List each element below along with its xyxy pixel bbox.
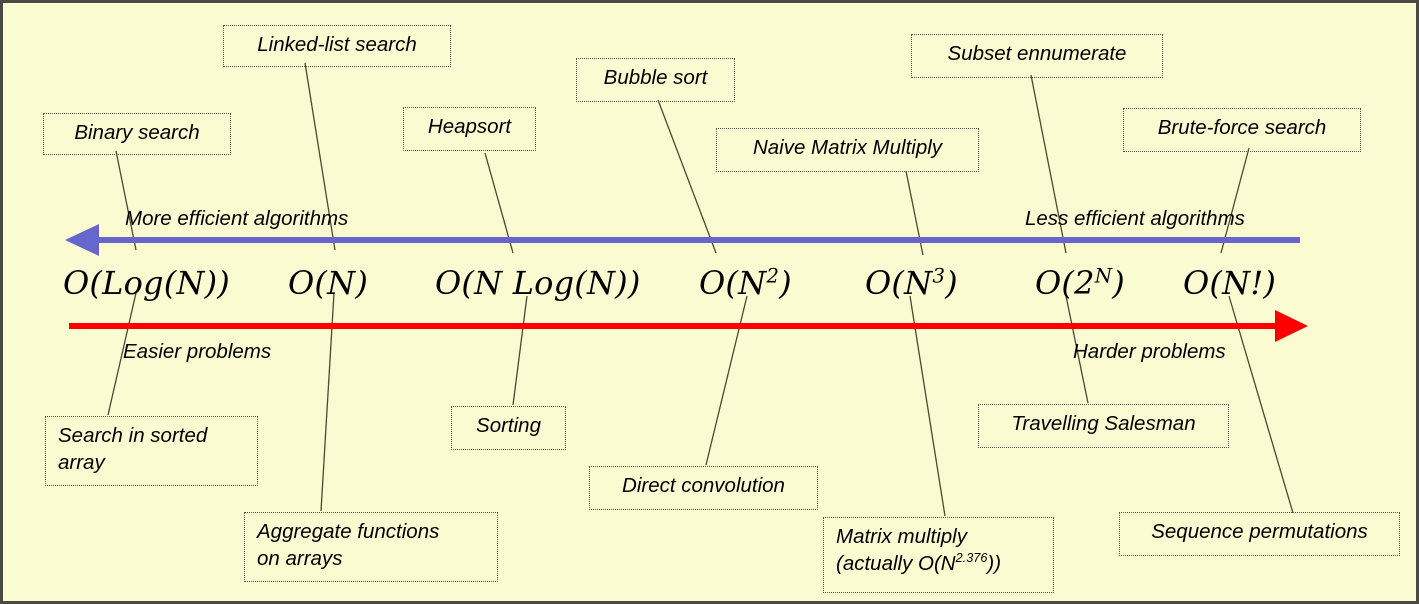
callout-direct-convolution[interactable]: Direct convolution bbox=[589, 466, 818, 510]
matrix-multiply-suffix: )) bbox=[987, 552, 1002, 576]
matrix-multiply-line2: (actually O(N2.376)) bbox=[836, 550, 1041, 577]
callout-naive-matrix-multiply[interactable]: Naive Matrix Multiply bbox=[716, 128, 979, 172]
matrix-multiply-exponent: 2.376 bbox=[955, 550, 988, 566]
complexity-base: O(N!) bbox=[1183, 264, 1277, 302]
caption-more-efficient: More efficient algorithms bbox=[125, 207, 349, 230]
leader-brute-force-search bbox=[1220, 147, 1250, 254]
callout-binary-search[interactable]: Binary search bbox=[43, 113, 231, 155]
caption-easier-problems: Easier problems bbox=[123, 340, 272, 363]
callout-matrix-multiply[interactable]: Matrix multiply (actually O(N2.376)) bbox=[823, 517, 1054, 593]
complexity-base: O(2 bbox=[1035, 264, 1095, 302]
complexity-base: O(N bbox=[865, 264, 933, 302]
matrix-multiply-prefix: (actually O(N bbox=[836, 552, 956, 576]
matrix-multiply-line1: Matrix multiply bbox=[836, 525, 967, 548]
leader-aggregate-functions bbox=[320, 292, 335, 512]
callout-heapsort[interactable]: Heapsort bbox=[403, 107, 536, 151]
complexity-exponent: 3 bbox=[932, 264, 946, 288]
caption-less-efficient: Less efficient algorithms bbox=[1025, 207, 1245, 230]
leader-binary-search bbox=[115, 150, 137, 251]
callout-subset-ennumerate[interactable]: Subset ennumerate bbox=[911, 34, 1163, 78]
leader-direct-convolution bbox=[705, 295, 748, 466]
callout-search-in-sorted-array[interactable]: Search in sorted array bbox=[45, 416, 258, 486]
callout-bubble-sort[interactable]: Bubble sort bbox=[576, 58, 735, 102]
complexity-base: O(N Log(N)) bbox=[435, 264, 641, 302]
callout-sequence-permutations[interactable]: Sequence permutations bbox=[1119, 512, 1400, 556]
leader-naive-matrix-multiply bbox=[905, 170, 924, 256]
complexity-label-n-log-n: O(N Log(N)) bbox=[435, 264, 641, 302]
complexity-label-n: O(N) bbox=[288, 264, 368, 302]
leader-bubble-sort bbox=[657, 99, 717, 254]
complexity-exponent: 2 bbox=[766, 264, 780, 288]
callout-aggregate-functions[interactable]: Aggregate functions on arrays bbox=[244, 512, 498, 582]
leader-matrix-multiply bbox=[909, 295, 946, 517]
callout-linked-list-search[interactable]: Linked-list search bbox=[223, 25, 451, 67]
leader-heapsort bbox=[484, 152, 514, 254]
leader-sequence-permutations bbox=[1228, 295, 1294, 514]
complexity-exponent: N bbox=[1094, 264, 1113, 288]
complexity-label-n-factorial: O(N!) bbox=[1183, 264, 1276, 302]
callout-sorting[interactable]: Sorting bbox=[451, 406, 566, 450]
caption-harder-problems: Harder problems bbox=[1073, 340, 1226, 363]
complexity-base: O(N bbox=[699, 264, 767, 302]
complexity-base: O(N) bbox=[288, 264, 369, 302]
complexity-base: O(Log(N)) bbox=[63, 264, 230, 302]
complexity-label-n-squared: O(N2) bbox=[699, 264, 792, 302]
complexity-label-n-cubed: O(N3) bbox=[865, 264, 958, 302]
complexity-label-log-n: O(Log(N)) bbox=[63, 264, 230, 302]
complexity-label-two-pow-n: O(2N) bbox=[1035, 264, 1125, 302]
callout-travelling-salesman[interactable]: Travelling Salesman bbox=[978, 404, 1229, 448]
difficulty-arrow bbox=[69, 310, 1308, 342]
leader-sorting bbox=[512, 295, 528, 406]
callout-brute-force-search[interactable]: Brute-force search bbox=[1123, 108, 1361, 152]
